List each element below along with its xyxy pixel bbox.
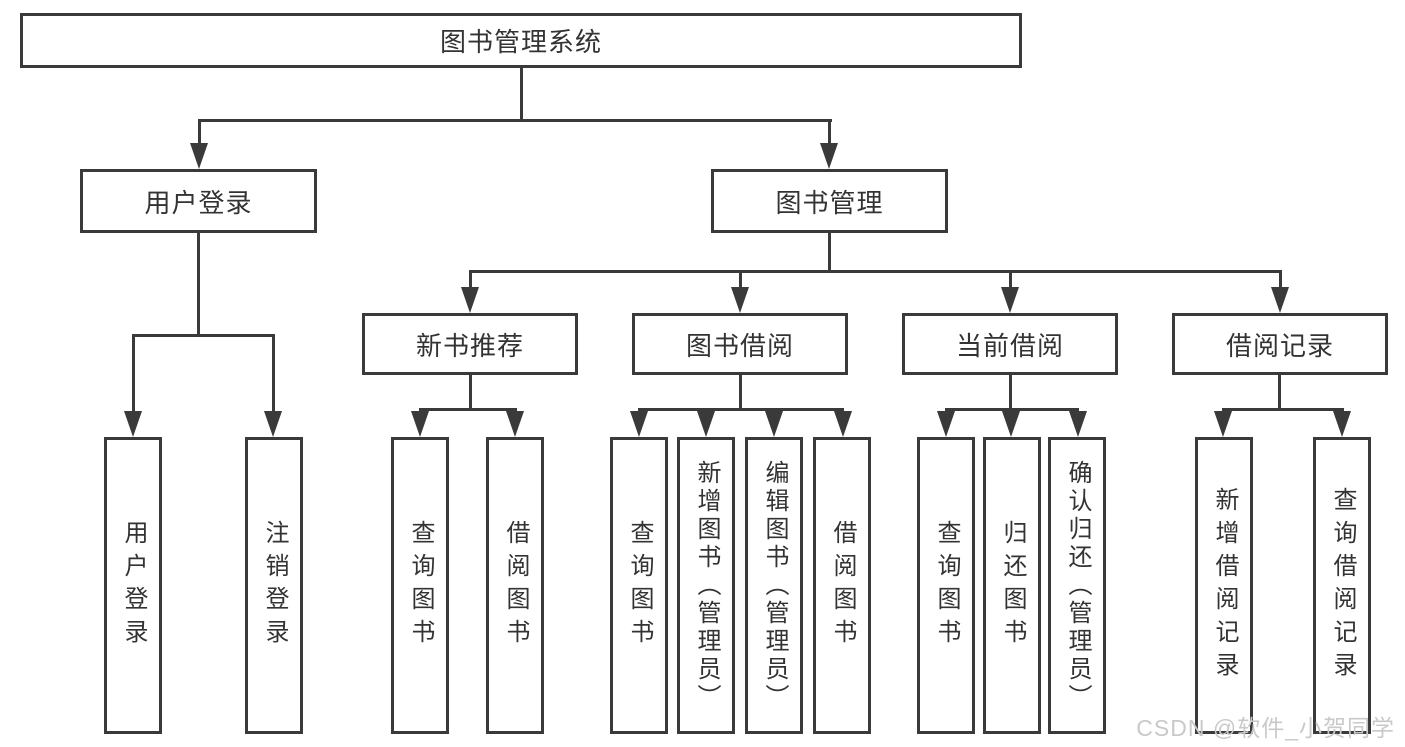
leaf-borrow-books: 借阅图书	[813, 437, 871, 734]
node-label: 查询借阅记录	[1329, 486, 1356, 685]
connector-rail	[638, 408, 844, 411]
node-book-management: 图书管理	[711, 169, 948, 233]
connector-drop	[739, 270, 742, 290]
arrow-down-icon	[1069, 411, 1087, 437]
node-current-borrowing: 当前借阅	[902, 313, 1118, 375]
connector-drop	[132, 334, 135, 414]
node-label: 查询图书	[626, 519, 653, 652]
node-label: 图书管理	[775, 187, 884, 218]
node-label: 新增图书（管理员）	[693, 459, 720, 712]
node-label: 用户登录	[144, 187, 253, 218]
connector-mgmt-drop	[828, 119, 831, 147]
connector-drop	[469, 270, 472, 290]
connector-rail	[945, 408, 1079, 411]
leaf-query-borrow-record: 查询借阅记录	[1313, 437, 1371, 734]
connector-login-drop	[198, 119, 201, 147]
arrow-down-icon	[506, 411, 524, 437]
node-label: 借阅记录	[1225, 330, 1334, 361]
arrow-down-icon	[190, 143, 208, 169]
connector-drop	[272, 334, 275, 414]
node-label: 借阅图书	[829, 519, 856, 652]
connector-stem	[739, 375, 742, 411]
node-label: 图书管理系统	[439, 27, 602, 57]
connector-login-stem	[197, 233, 200, 337]
arrow-down-icon	[264, 411, 282, 437]
leaf-query-books: 查询图书	[391, 437, 449, 734]
connector-rail	[419, 408, 517, 411]
leaf-add-books-admin: 新增图书（管理员）	[677, 437, 735, 734]
node-label: 借阅图书	[502, 519, 529, 652]
leaf-add-borrow-record: 新增借阅记录	[1195, 437, 1253, 734]
connector-root-stem	[520, 68, 523, 122]
connector-drop	[1279, 270, 1282, 290]
arrow-down-icon	[937, 411, 955, 437]
leaf-user-login: 用户登录	[104, 437, 162, 734]
connector-stem	[469, 375, 472, 411]
node-user-login: 用户登录	[80, 169, 317, 233]
node-library-management-system: 图书管理系统	[20, 13, 1022, 68]
arrow-down-icon	[731, 287, 749, 313]
node-label: 确认归还（管理员）	[1064, 459, 1091, 712]
leaf-return-books: 归还图书	[983, 437, 1041, 734]
arrow-down-icon	[461, 287, 479, 313]
connector-stem	[1009, 375, 1012, 411]
node-new-book-recommend: 新书推荐	[362, 313, 578, 375]
arrow-down-icon	[1002, 411, 1020, 437]
arrow-down-icon	[765, 411, 783, 437]
leaf-edit-books-admin: 编辑图书（管理员）	[745, 437, 803, 734]
connector-login-rail	[132, 334, 275, 337]
arrow-down-icon	[820, 143, 838, 169]
arrow-down-icon	[630, 411, 648, 437]
node-borrow-records: 借阅记录	[1172, 313, 1388, 375]
leaf-query-books: 查询图书	[610, 437, 668, 734]
node-label: 注销登录	[261, 519, 288, 652]
arrow-down-icon	[834, 411, 852, 437]
leaf-logout: 注销登录	[245, 437, 303, 734]
node-label: 编辑图书（管理员）	[761, 459, 788, 712]
connector-rail	[1222, 408, 1344, 411]
node-label: 当前借阅	[955, 330, 1064, 361]
arrow-down-icon	[124, 411, 142, 437]
leaf-borrow-books: 借阅图书	[486, 437, 544, 734]
node-label: 查询图书	[407, 519, 434, 652]
connector-drop	[1009, 270, 1012, 290]
arrow-down-icon	[1214, 411, 1232, 437]
node-book-borrowing: 图书借阅	[632, 313, 848, 375]
node-label: 新书推荐	[415, 330, 524, 361]
connector-stem	[1278, 375, 1281, 411]
node-label: 用户登录	[120, 519, 147, 652]
connector-mgmt-rail	[469, 270, 1282, 273]
node-label: 查询图书	[933, 519, 960, 652]
arrow-down-icon	[1001, 287, 1019, 313]
arrow-down-icon	[697, 411, 715, 437]
node-label: 新增借阅记录	[1211, 486, 1238, 685]
arrow-down-icon	[1333, 411, 1351, 437]
node-label: 归还图书	[999, 519, 1026, 652]
arrow-down-icon	[1271, 287, 1289, 313]
arrow-down-icon	[411, 411, 429, 437]
connector-root-rail	[198, 119, 832, 122]
node-label: 图书借阅	[685, 330, 794, 361]
leaf-confirm-return-admin: 确认归还（管理员）	[1048, 437, 1106, 734]
leaf-query-books: 查询图书	[917, 437, 975, 734]
connector-mgmt-stem	[828, 233, 831, 273]
